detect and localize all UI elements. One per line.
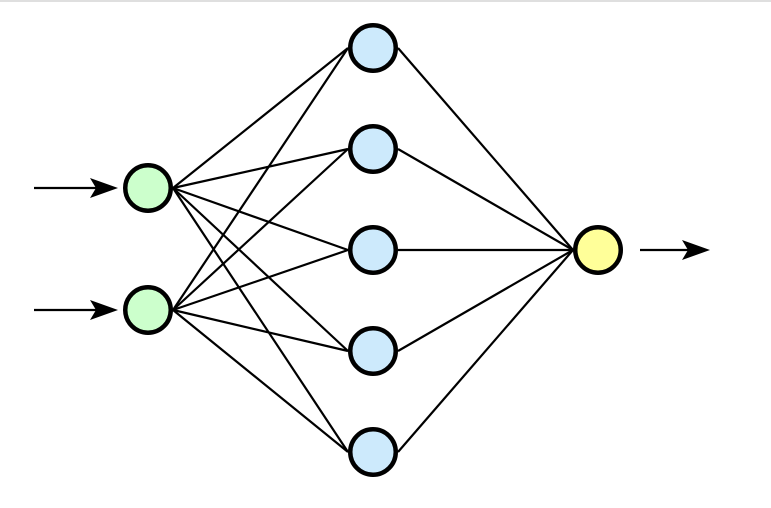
edge-input2-hidden1 — [172, 47, 349, 311]
input-node-1 — [123, 163, 173, 213]
edge-input2-hidden4 — [172, 308, 349, 353]
edge-input1-hidden4 — [172, 187, 349, 352]
input-arrow-2 — [34, 300, 118, 320]
edge-hidden4-output1 — [397, 249, 574, 352]
input-node-2 — [123, 285, 173, 335]
output-arrow — [640, 240, 710, 260]
edge-input1-hidden5 — [172, 187, 349, 453]
input-arrow-1-head-icon — [90, 178, 118, 198]
window-top-border — [0, 0, 771, 2]
edge-input2-hidden3 — [172, 248, 349, 312]
edge-input2-hidden2 — [172, 148, 349, 311]
hidden-node-4 — [348, 326, 398, 376]
input-arrow-1 — [34, 178, 118, 198]
edge-hidden5-output1 — [397, 249, 574, 453]
hidden-node-3 — [348, 225, 398, 275]
edge-input1-hidden3 — [172, 186, 349, 252]
hidden-node-1 — [348, 23, 398, 73]
edge-input1-hidden1 — [172, 47, 349, 189]
edge-hidden2-output1 — [397, 148, 574, 251]
hidden-node-5 — [348, 427, 398, 477]
hidden-node-2 — [348, 124, 398, 174]
edge-hidden1-output1 — [397, 47, 574, 251]
edge-input1-hidden2 — [172, 147, 349, 190]
output-arrow-head-icon — [682, 240, 710, 260]
edge-input2-hidden5 — [172, 309, 349, 453]
output-node-1 — [573, 225, 623, 275]
input-arrow-2-head-icon — [90, 300, 118, 320]
